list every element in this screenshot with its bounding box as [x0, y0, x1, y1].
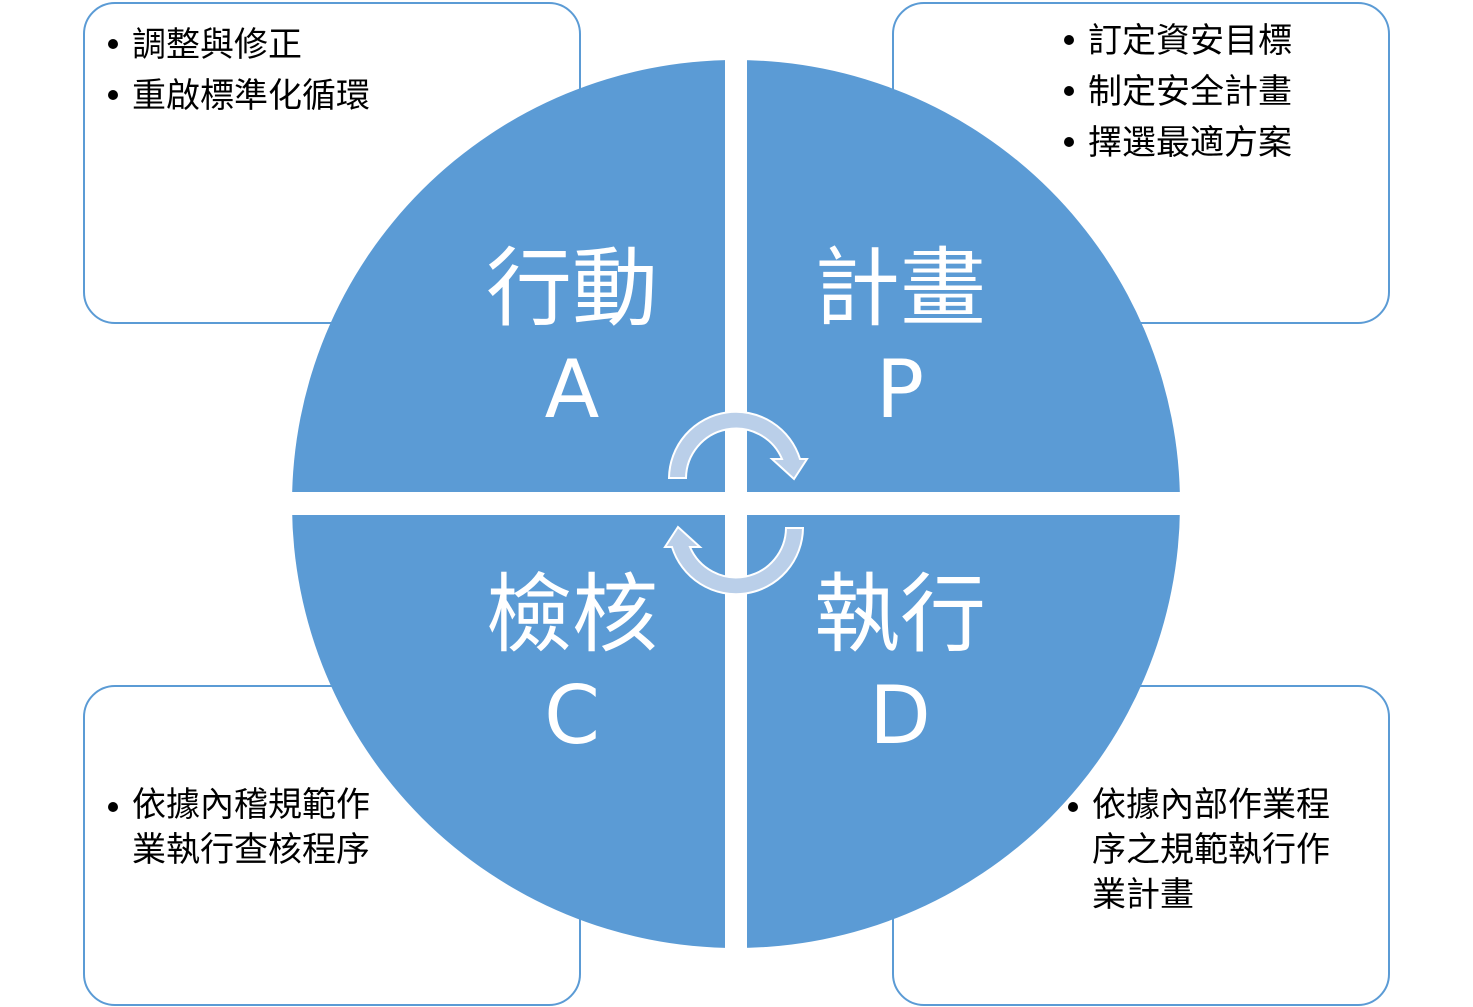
check-label: 檢核 C [452, 572, 692, 756]
plan-letter: P [875, 343, 925, 436]
list-item: 重啟標準化循環 [108, 71, 370, 122]
check-list: 依據內稽規範作 業執行查核程序 [108, 783, 370, 873]
list-item: 擇選最適方案 [1064, 118, 1292, 169]
do-list: 依據內部作業程 序之規範執行作 業計畫 [1068, 783, 1330, 918]
act-title: 行動 [486, 239, 658, 339]
horizontal-gap [270, 492, 1200, 515]
list-item: 依據內部作業程 序之規範執行作 業計畫 [1068, 783, 1330, 918]
check-letter: C [544, 669, 600, 762]
list-item: 制定安全計畫 [1064, 67, 1292, 118]
list-item: 調整與修正 [108, 20, 370, 71]
list-item: 依據內稽規範作 業執行查核程序 [108, 783, 370, 873]
act-list: 調整與修正 重啟標準化循環 [108, 20, 370, 122]
list-item: 訂定資安目標 [1064, 16, 1292, 67]
cycle-arrow-top-icon [667, 410, 809, 481]
act-letter: A [544, 343, 600, 436]
do-letter: D [869, 669, 931, 762]
cycle-arrow-bottom-icon [663, 525, 805, 596]
plan-label: 計畫 P [780, 246, 1020, 430]
do-label: 執行 D [780, 572, 1020, 756]
plan-title: 計畫 [814, 239, 986, 339]
check-title: 檢核 [486, 565, 658, 665]
do-title: 執行 [814, 565, 986, 665]
plan-list: 訂定資安目標 制定安全計畫 擇選最適方案 [1064, 16, 1292, 169]
act-label: 行動 A [452, 246, 692, 430]
